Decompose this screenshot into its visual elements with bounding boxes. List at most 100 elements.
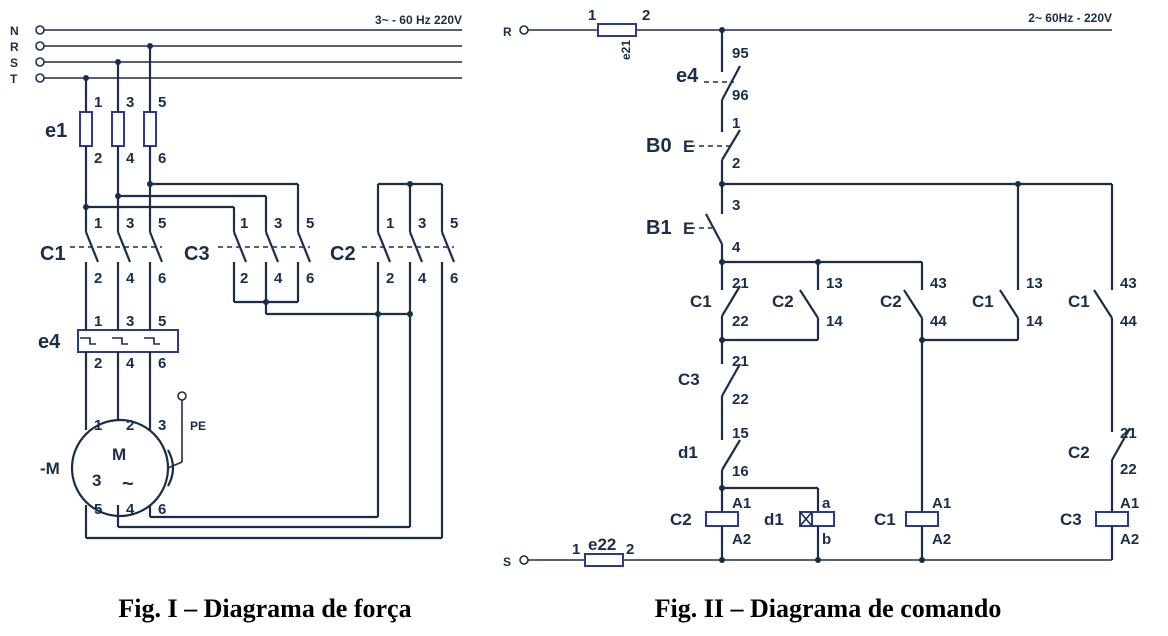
svg-text:96: 96 bbox=[732, 87, 749, 104]
svg-text:A1: A1 bbox=[932, 495, 951, 512]
svg-text:M: M bbox=[112, 445, 126, 464]
fuse-e21: 1 2 e21 bbox=[588, 7, 650, 60]
contactor-c3-main: C3 1 3 5 2 4 6 bbox=[184, 215, 314, 314]
svg-text:3: 3 bbox=[92, 471, 101, 490]
svg-text:2: 2 bbox=[94, 150, 102, 167]
svg-text:21: 21 bbox=[732, 275, 749, 292]
svg-text:C2: C2 bbox=[330, 243, 356, 265]
fuses-e1: e1 1 3 5 2 4 6 bbox=[45, 94, 166, 167]
contactor-c2-main: C2 1 3 5 2 4 6 bbox=[330, 181, 458, 314]
motor-m: M 3 ~ -M 1 2 3 5 4 6 PE bbox=[40, 391, 206, 518]
power-diagram: N R S T 3~ - 60 Hz 220V e1 1 3 5 2 4 6 bbox=[10, 13, 462, 623]
svg-text:C3: C3 bbox=[184, 243, 210, 265]
svg-text:3: 3 bbox=[126, 94, 134, 111]
svg-text:6: 6 bbox=[158, 355, 166, 372]
pe-label: PE bbox=[190, 419, 206, 433]
svg-text:C3: C3 bbox=[678, 370, 700, 389]
svg-text:~: ~ bbox=[122, 473, 134, 495]
e1-label: e1 bbox=[45, 120, 67, 142]
svg-text:6: 6 bbox=[158, 501, 166, 518]
svg-text:A2: A2 bbox=[932, 531, 951, 548]
bus-label-s: S bbox=[10, 56, 18, 70]
coil-c1: C1 A1 A2 bbox=[874, 495, 951, 560]
svg-text:4: 4 bbox=[418, 270, 427, 287]
svg-text:4: 4 bbox=[126, 270, 135, 287]
svg-text:C2: C2 bbox=[1068, 443, 1090, 462]
svg-text:2: 2 bbox=[732, 155, 740, 172]
svg-text:22: 22 bbox=[732, 391, 749, 408]
svg-text:e22: e22 bbox=[588, 535, 616, 554]
svg-text:43: 43 bbox=[1120, 275, 1137, 292]
svg-text:C1: C1 bbox=[1068, 292, 1090, 311]
caption-fig1: Fig. I – Diagrama de força bbox=[118, 594, 411, 623]
svg-text:1: 1 bbox=[94, 215, 102, 232]
coil-c2: C2 A1 A2 bbox=[670, 488, 751, 560]
svg-text:A1: A1 bbox=[732, 495, 751, 512]
svg-text:B1: B1 bbox=[646, 217, 672, 239]
svg-text:2: 2 bbox=[642, 7, 650, 24]
control-supply-label: 2~ 60Hz - 220V bbox=[1028, 11, 1112, 25]
svg-text:1: 1 bbox=[94, 94, 102, 111]
svg-text:C1: C1 bbox=[40, 243, 66, 265]
svg-text:2: 2 bbox=[240, 270, 248, 287]
svg-text:A1: A1 bbox=[1120, 495, 1139, 512]
svg-text:95: 95 bbox=[732, 45, 749, 62]
svg-text:3: 3 bbox=[732, 197, 740, 214]
s-label: S bbox=[503, 555, 511, 569]
contactor-c1-main: C1 1 3 5 2 4 6 bbox=[40, 215, 166, 310]
svg-text:21: 21 bbox=[732, 353, 749, 370]
svg-text:e4: e4 bbox=[676, 65, 699, 87]
svg-text:E: E bbox=[683, 219, 694, 238]
start-button-b1: B1 E 3 4 bbox=[646, 184, 741, 262]
c2-nc-contact: C2 21 22 bbox=[1068, 420, 1137, 512]
svg-text:5: 5 bbox=[94, 501, 102, 518]
svg-text:C3: C3 bbox=[1060, 510, 1082, 529]
svg-text:3: 3 bbox=[126, 215, 134, 232]
svg-text:2: 2 bbox=[94, 270, 102, 287]
svg-text:22: 22 bbox=[732, 313, 749, 330]
power-bus: N R S T 3~ - 60 Hz 220V bbox=[10, 13, 462, 86]
svg-text:5: 5 bbox=[450, 215, 458, 232]
bus-label-t: T bbox=[10, 72, 18, 86]
bus-label-n: N bbox=[10, 24, 19, 38]
overload-contact-e4: e4 95 96 bbox=[676, 45, 749, 120]
c1-no-seal-contact: C1 13 14 bbox=[972, 184, 1043, 340]
svg-text:16: 16 bbox=[732, 463, 749, 480]
svg-text:b: b bbox=[822, 531, 831, 548]
svg-text:43: 43 bbox=[930, 275, 947, 292]
svg-text:C2: C2 bbox=[880, 292, 902, 311]
svg-text:1: 1 bbox=[240, 215, 248, 232]
svg-text:44: 44 bbox=[930, 313, 947, 330]
c1-nc-contact: C1 21 22 bbox=[690, 262, 749, 340]
fuse-e22: 1 2 e22 bbox=[572, 535, 634, 567]
svg-text:6: 6 bbox=[158, 270, 166, 287]
svg-text:d1: d1 bbox=[678, 443, 698, 462]
svg-text:21: 21 bbox=[1120, 425, 1137, 442]
svg-text:13: 13 bbox=[826, 275, 843, 292]
svg-text:14: 14 bbox=[1026, 313, 1043, 330]
svg-text:4: 4 bbox=[732, 239, 741, 256]
svg-text:C2: C2 bbox=[772, 292, 794, 311]
svg-text:C1: C1 bbox=[972, 292, 994, 311]
r-label: R bbox=[503, 25, 512, 39]
svg-text:44: 44 bbox=[1120, 313, 1137, 330]
svg-text:15: 15 bbox=[732, 425, 749, 442]
svg-text:5: 5 bbox=[158, 313, 166, 330]
svg-text:d1: d1 bbox=[764, 510, 784, 529]
svg-text:5: 5 bbox=[158, 215, 166, 232]
svg-text:14: 14 bbox=[826, 313, 843, 330]
svg-text:3: 3 bbox=[158, 417, 166, 434]
power-supply-label: 3~ - 60 Hz 220V bbox=[375, 13, 462, 27]
svg-text:5: 5 bbox=[306, 215, 314, 232]
svg-text:2: 2 bbox=[126, 417, 134, 434]
svg-text:1: 1 bbox=[94, 313, 102, 330]
overload-e4: e4 1 3 5 2 4 6 bbox=[38, 313, 179, 372]
svg-text:6: 6 bbox=[158, 150, 166, 167]
svg-text:13: 13 bbox=[1026, 275, 1043, 292]
svg-text:4: 4 bbox=[126, 150, 135, 167]
svg-text:1: 1 bbox=[732, 115, 740, 132]
svg-text:2: 2 bbox=[626, 541, 634, 558]
svg-text:6: 6 bbox=[450, 270, 458, 287]
svg-text:2: 2 bbox=[94, 355, 102, 372]
